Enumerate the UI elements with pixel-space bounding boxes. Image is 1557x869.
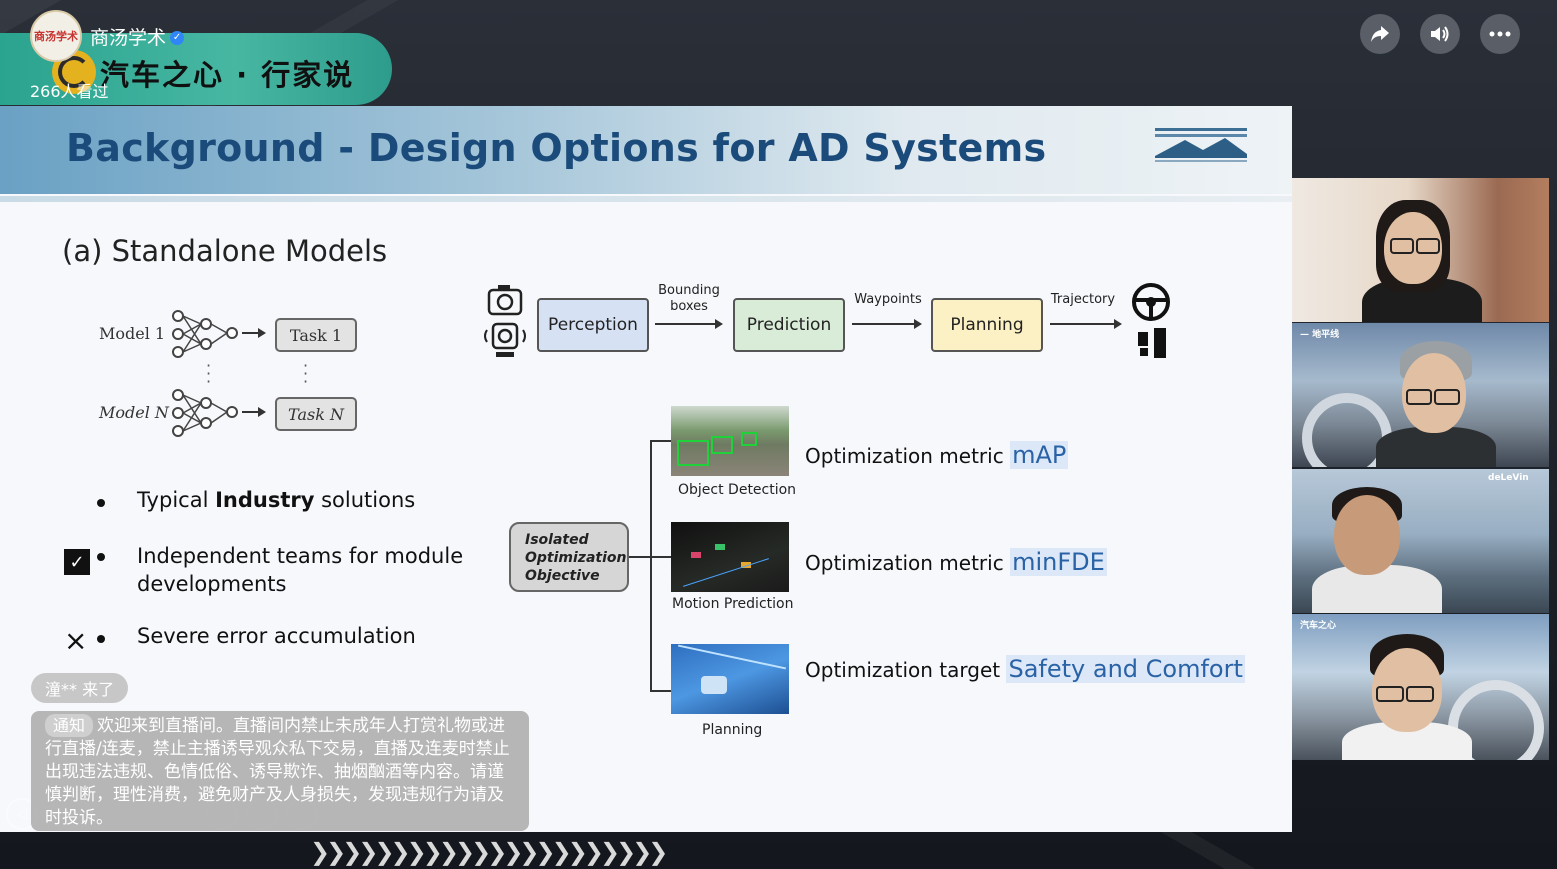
bullet-teams: Independent teams for module development… bbox=[137, 544, 464, 596]
participant-video-4[interactable]: 汽车之心 bbox=[1292, 614, 1549, 760]
participant-video-1[interactable] bbox=[1292, 178, 1549, 322]
motion-prediction-caption: Motion Prediction bbox=[672, 596, 794, 612]
planning-caption: Planning bbox=[702, 722, 763, 738]
banner-title: 汽车之心 · 行家说 bbox=[100, 58, 355, 92]
trajectory-label: Trajectory bbox=[1050, 292, 1116, 307]
model-n-label: Model N bbox=[99, 403, 169, 422]
isolated-objective-box: Isolated Optimization Objective bbox=[509, 522, 629, 592]
prediction-box: Prediction bbox=[733, 298, 845, 352]
channel-name[interactable]: 商汤学术 bbox=[90, 26, 167, 49]
object-detection-caption: Object Detection bbox=[678, 482, 797, 498]
model-1-label: Model 1 bbox=[99, 324, 166, 343]
viewer-count: 266人看过 bbox=[30, 82, 109, 101]
participant-video-2[interactable]: — 地平线 bbox=[1292, 323, 1549, 467]
steering-wheel-icon bbox=[1132, 283, 1170, 358]
more-button[interactable] bbox=[1480, 14, 1520, 54]
join-notification: 潼** 来了 bbox=[31, 673, 129, 703]
bullet-industry: Typical Industry solutions bbox=[137, 488, 416, 512]
channel-avatar[interactable]: 商汤学术 bbox=[30, 10, 82, 62]
task-n-box: Task N bbox=[275, 397, 357, 431]
camera-sensor-icon bbox=[484, 285, 526, 357]
volume-button[interactable] bbox=[1420, 14, 1460, 54]
notice-message: 通知欢迎来到直播间。直播间内禁止未成年人打赏礼物或进行直播/连麦，禁止主播诱导观… bbox=[31, 711, 529, 831]
participant-video-3[interactable]: deLeVin bbox=[1292, 469, 1549, 613]
lab-logo-icon bbox=[1155, 128, 1247, 162]
metric-minfde: Optimization metric minFDE bbox=[805, 548, 1107, 576]
notice-tag: 通知 bbox=[45, 714, 94, 737]
share-button[interactable] bbox=[1360, 14, 1400, 54]
neural-net-icon bbox=[172, 310, 266, 437]
perception-box: Perception bbox=[537, 298, 649, 352]
share-icon bbox=[1371, 26, 1389, 42]
task-1-box: Task 1 bbox=[275, 318, 357, 352]
notice-text: 欢迎来到直播间。直播间内禁止未成年人打赏礼物或进行直播/连麦，禁止主播诱导观众私… bbox=[45, 716, 510, 828]
waypoints-label: Waypoints bbox=[854, 292, 922, 307]
motion-prediction-image bbox=[671, 522, 789, 592]
slide-title: Background - Design Options for AD Syste… bbox=[66, 126, 1047, 170]
planning-image bbox=[671, 644, 789, 714]
bullet-error: Severe error accumulation bbox=[137, 624, 416, 648]
slide-subtitle: (a) Standalone Models bbox=[62, 234, 388, 268]
checkbox-icon: ✓ bbox=[64, 549, 90, 575]
metric-safety: Optimization target Safety and Comfort bbox=[805, 655, 1245, 683]
slide-header-band bbox=[0, 106, 1292, 194]
object-detection-image bbox=[671, 406, 789, 476]
verified-icon: ✓ bbox=[170, 31, 185, 45]
bounding-boxes-label: Bounding boxes bbox=[658, 283, 720, 314]
metric-map: Optimization metric mAP bbox=[805, 441, 1069, 469]
chevron-strip-icon: ❯❯❯❯❯❯❯❯❯❯❯❯❯❯❯❯❯❯❯❯❯❯ bbox=[310, 838, 668, 866]
volume-icon bbox=[1431, 26, 1449, 42]
cross-icon: × bbox=[64, 624, 88, 657]
more-icon bbox=[1489, 31, 1511, 37]
channel-header[interactable]: 商汤学术 商汤学术✓ bbox=[30, 10, 185, 62]
planning-box: Planning bbox=[931, 298, 1043, 352]
